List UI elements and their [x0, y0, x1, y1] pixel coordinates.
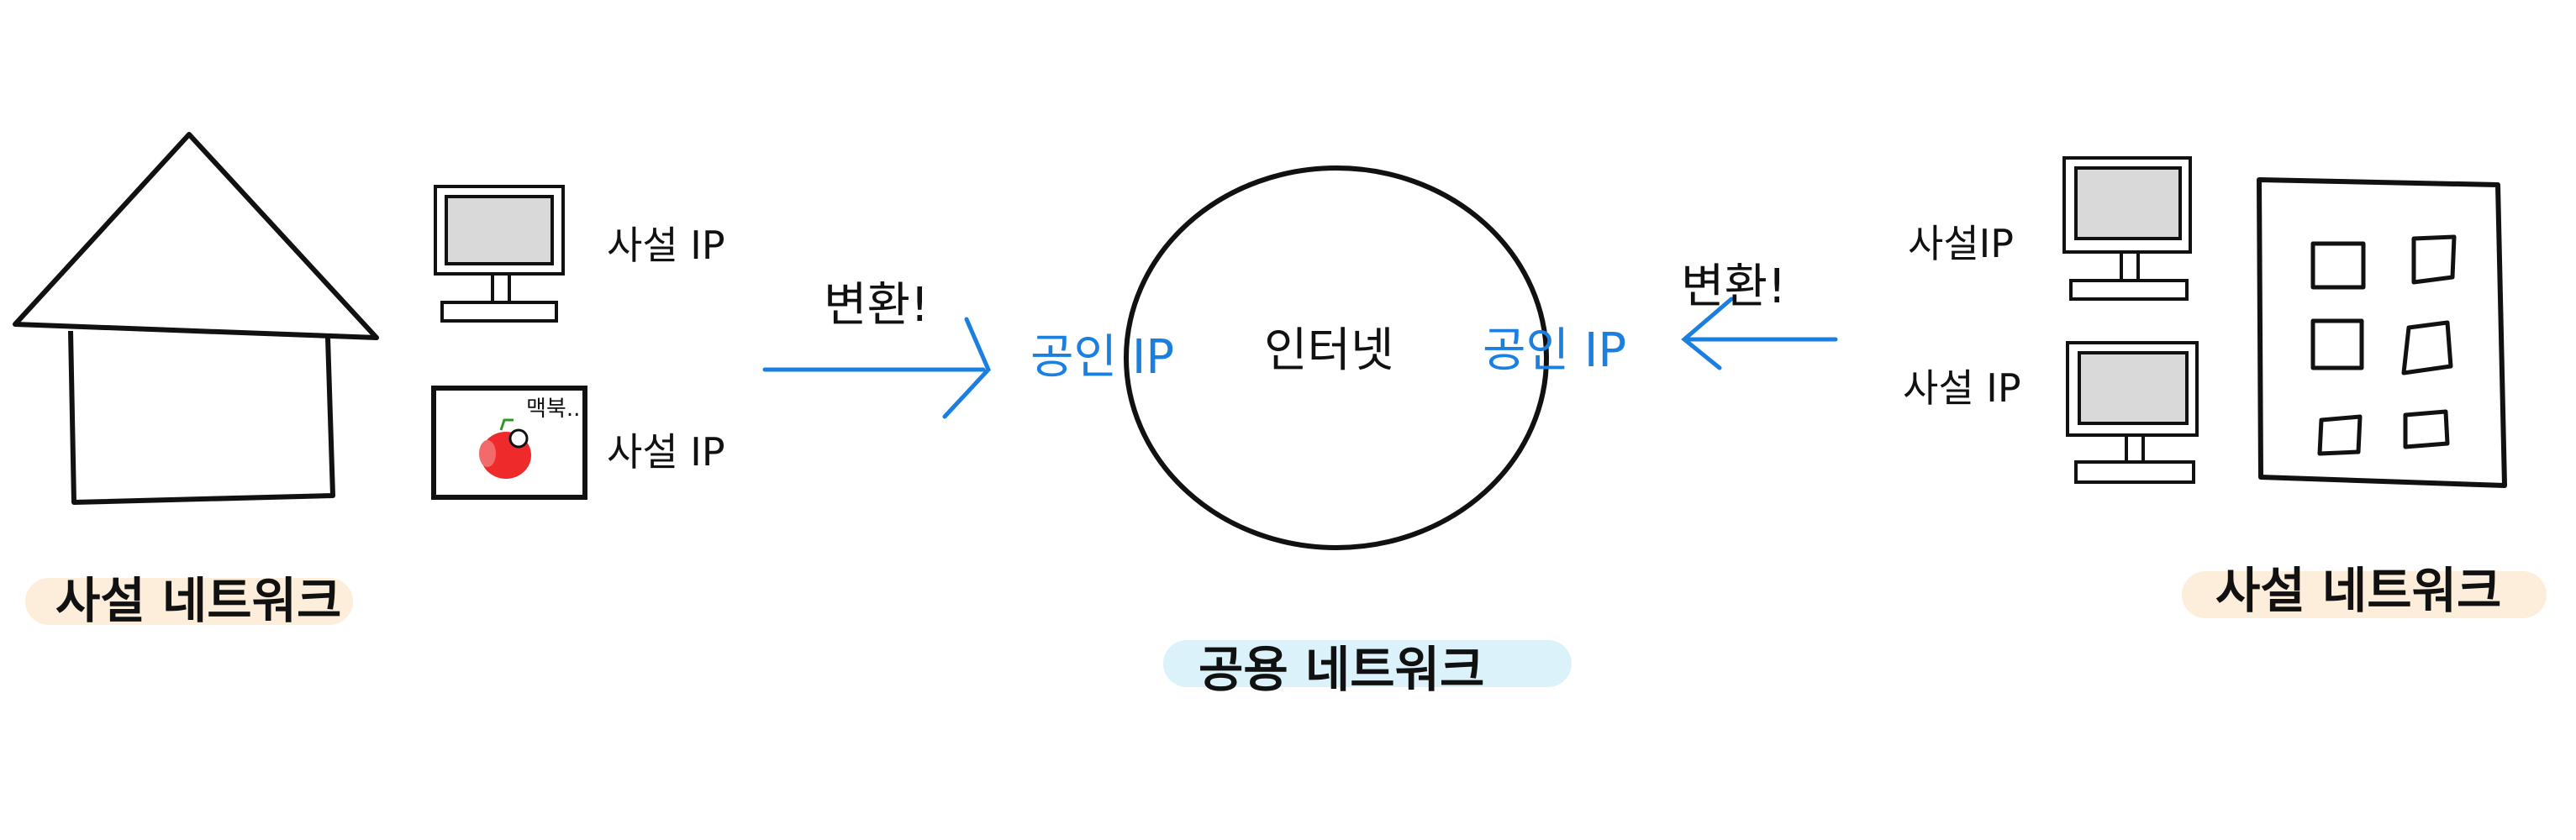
building-icon — [2257, 177, 2507, 488]
highlight-center-title — [1163, 640, 1572, 687]
macbook-icon — [431, 386, 587, 500]
left-device2-label: 사설 IP — [607, 429, 725, 475]
public-ip-left: 공인 IP — [1030, 330, 1175, 385]
right-convert-label: 변환! — [1681, 260, 1787, 314]
monitor-icon-right-top — [2062, 156, 2192, 301]
highlight-right-title — [2182, 571, 2547, 618]
monitor-icon-right-bottom — [2066, 341, 2199, 484]
right-network-title: 사설 네트워크 — [2215, 562, 2502, 619]
right-device2-label: 사설 IP — [1903, 365, 2021, 411]
arrow-left-icon — [1681, 297, 1838, 370]
left-network-title: 사설 네트워크 — [55, 572, 342, 629]
left-device1-label: 사설 IP — [607, 223, 725, 268]
left-convert-label: 변환! — [824, 278, 930, 333]
laptop-caption: 맥북.. — [526, 396, 581, 422]
internet-circle — [1124, 165, 1549, 550]
arrow-right-icon — [762, 317, 991, 419]
house-icon — [13, 132, 379, 505]
center-network-title: 공용 네트워크 — [1198, 641, 1485, 698]
internet-label: 인터넷 — [1264, 323, 1394, 378]
monitor-icon-left-top — [434, 185, 565, 323]
right-device1-label: 사설IP — [1908, 221, 2014, 266]
public-ip-right: 공인 IP — [1483, 323, 1627, 378]
highlight-left-title — [25, 578, 353, 625]
